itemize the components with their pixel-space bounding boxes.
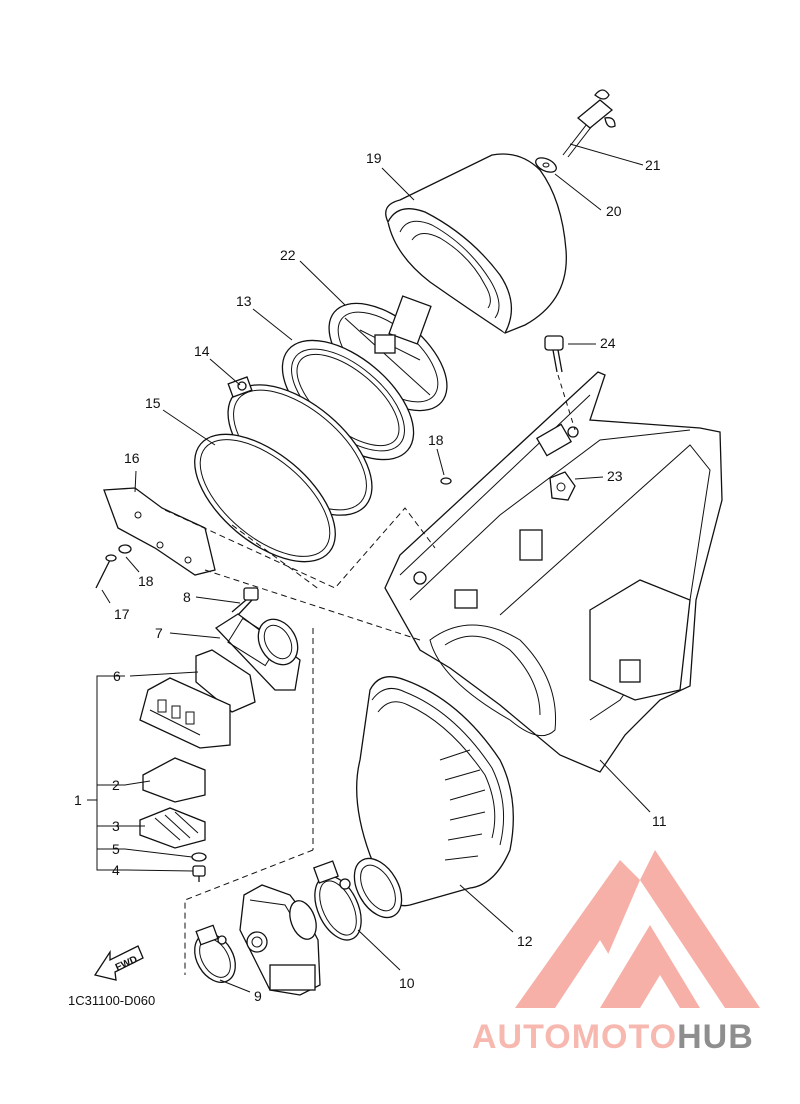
reed-stopper-3	[139, 807, 206, 849]
leader-lines	[87, 143, 651, 993]
part-label-9: 9	[254, 988, 262, 1004]
watermark-logo	[515, 850, 760, 1008]
part-label-12: 12	[517, 933, 533, 949]
plate-16	[103, 487, 216, 576]
part-label-15: 15	[145, 395, 161, 411]
drawing-code: 1C31100-D060	[68, 993, 155, 1008]
air-filter-element-19	[385, 153, 567, 334]
nut-23	[549, 471, 576, 501]
wing-bolt-21	[562, 89, 616, 158]
part-label-2: 2	[112, 777, 120, 793]
hose-clamp-9	[194, 924, 236, 983]
part-label-17: 17	[114, 606, 130, 622]
part-label-3: 3	[112, 818, 120, 834]
part-label-21: 21	[645, 157, 661, 173]
part-label-8: 8	[183, 589, 191, 605]
washer-20	[535, 157, 557, 173]
reed-valve-body-6	[139, 649, 256, 749]
part-label-18-left: 18	[138, 573, 154, 589]
part-label-22: 22	[280, 247, 296, 263]
part-labels: 19 21 20 22 24 13 14 15 18 16 23 18 17 8…	[68, 150, 667, 1008]
part-label-19: 19	[366, 150, 382, 166]
seal-15	[194, 433, 336, 563]
part-label-14: 14	[194, 343, 210, 359]
watermark-hub: HUB	[677, 1018, 754, 1056]
part-label-23: 23	[607, 468, 623, 484]
part-label-11: 11	[652, 813, 667, 829]
part-label-5: 5	[112, 841, 120, 857]
fwd-arrow-icon: FWD	[93, 945, 144, 981]
watermark-moto: MOTO	[571, 1018, 678, 1056]
hose-clamp-10	[313, 860, 362, 941]
part-label-24: 24	[600, 335, 616, 351]
watermark-text: AUTOMOTOHUB	[472, 1018, 792, 1058]
part-label-10: 10	[399, 975, 415, 991]
air-filter-case-11	[384, 371, 723, 773]
element-holder-22	[328, 295, 448, 412]
part-label-16: 16	[124, 450, 140, 466]
carburetor	[239, 884, 321, 996]
rivet-17	[95, 554, 117, 589]
bolt-8	[231, 587, 259, 616]
filter-guide-13	[281, 339, 415, 461]
washer-18-right	[440, 477, 452, 485]
bolt-24	[544, 335, 564, 373]
part-label-13: 13	[236, 293, 252, 309]
screw-4	[192, 865, 206, 882]
intake-joint-12	[353, 676, 514, 919]
part-label-18-right: 18	[428, 432, 444, 448]
intake-manifold-7	[214, 613, 301, 691]
washer-5	[191, 852, 207, 862]
part-label-7: 7	[155, 625, 163, 641]
reed-petal-2	[142, 757, 206, 803]
part-label-1: 1	[74, 792, 82, 808]
watermark-auto: AUTO	[472, 1018, 572, 1056]
washer-18-left	[118, 544, 132, 554]
part-label-4: 4	[112, 862, 120, 878]
part-label-20: 20	[606, 203, 622, 219]
part-label-6: 6	[113, 668, 121, 684]
